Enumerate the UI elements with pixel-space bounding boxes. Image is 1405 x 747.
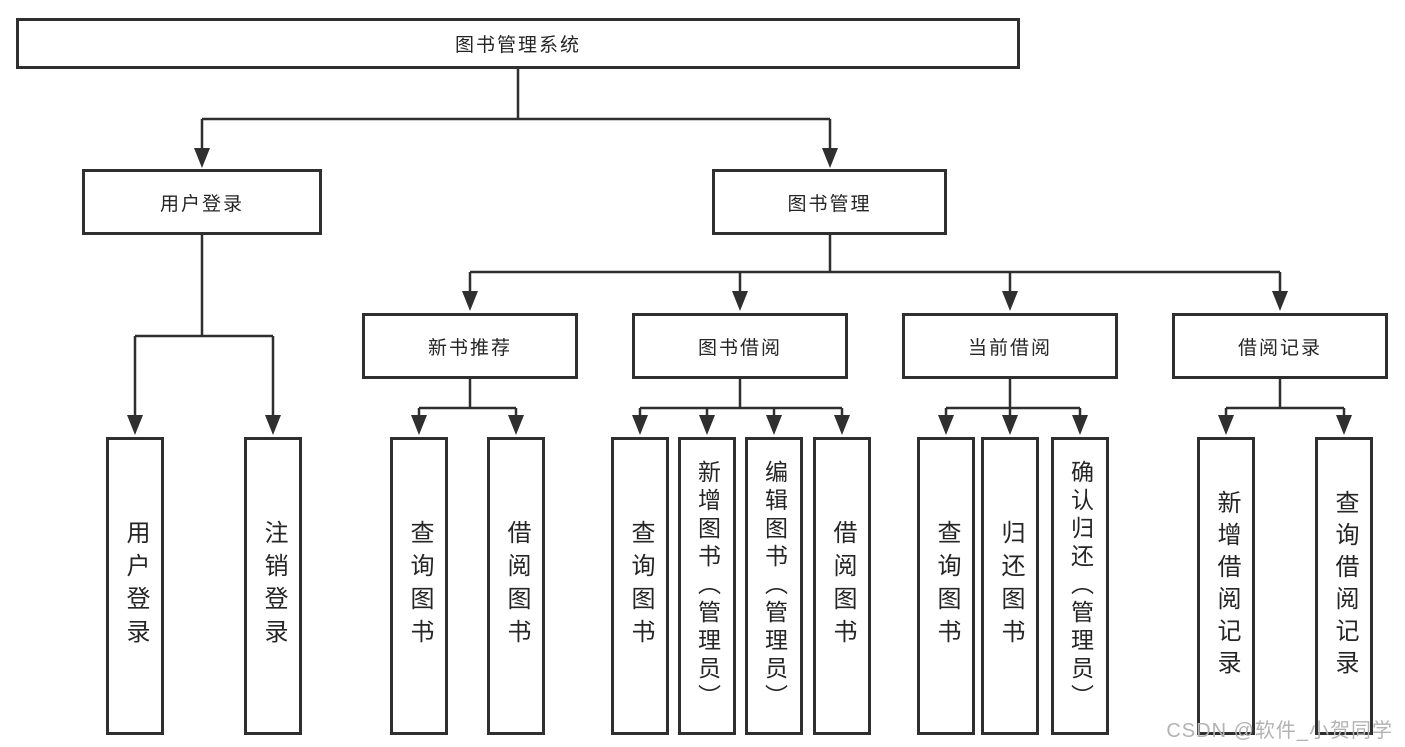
node-user-login: 用户登录 [82,169,322,235]
leaf-confirm-return-admin: 确认归还（管理员） [1051,437,1109,735]
node-book-borrow: 图书借阅 [632,313,848,379]
leaf-query-books-borrow: 查询图书 [611,437,669,735]
leaf-borrow-books: 借阅图书 [813,437,871,735]
node-borrow-records: 借阅记录 [1172,313,1388,379]
node-label: 图书管理 [787,193,872,215]
leaf-label: 新增借阅记录 [1213,490,1240,682]
leaf-label: 借阅图书 [829,520,856,652]
node-label: 新书推荐 [427,337,512,359]
leaf-label: 查询图书 [627,520,654,652]
leaf-borrow-books-recommend: 借阅图书 [487,437,545,735]
leaf-query-books-current: 查询图书 [917,437,975,735]
node-label: 用户登录 [159,193,244,215]
leaf-label: 查询借阅记录 [1331,490,1358,682]
node-current-borrow: 当前借阅 [902,313,1118,379]
leaf-user-login: 用户登录 [106,437,164,735]
node-label: 图书管理系统 [454,35,581,56]
node-new-book-recommend: 新书推荐 [362,313,578,379]
leaf-query-books-recommend: 查询图书 [390,437,448,735]
leaf-label: 归还图书 [997,520,1024,652]
leaf-label: 注销登录 [260,520,287,652]
leaf-add-book-admin: 新增图书（管理员） [678,437,736,735]
node-label: 当前借阅 [967,337,1052,359]
node-book-management: 图书管理 [712,169,947,235]
leaf-add-borrow-record: 新增借阅记录 [1197,437,1255,735]
node-library-management-system: 图书管理系统 [16,18,1020,69]
leaf-label: 用户登录 [122,520,149,652]
arrowheads [127,148,1352,435]
csdn-watermark: CSDN @软件_小贺同学 [1166,720,1393,742]
leaf-label: 查询图书 [406,520,433,652]
leaf-edit-book-admin: 编辑图书（管理员） [745,437,803,735]
node-label: 借阅记录 [1237,337,1322,359]
leaf-query-borrow-record: 查询借阅记录 [1315,437,1373,735]
leaf-return-book: 归还图书 [981,437,1039,735]
node-label: 图书借阅 [697,337,782,359]
leaf-label: 编辑图书（管理员） [761,460,788,712]
leaf-label: 借阅图书 [503,520,530,652]
leaf-label: 确认归还（管理员） [1067,460,1094,712]
leaf-logout: 注销登录 [244,437,302,735]
leaf-label: 新增图书（管理员） [694,460,721,712]
leaf-label: 查询图书 [933,520,960,652]
